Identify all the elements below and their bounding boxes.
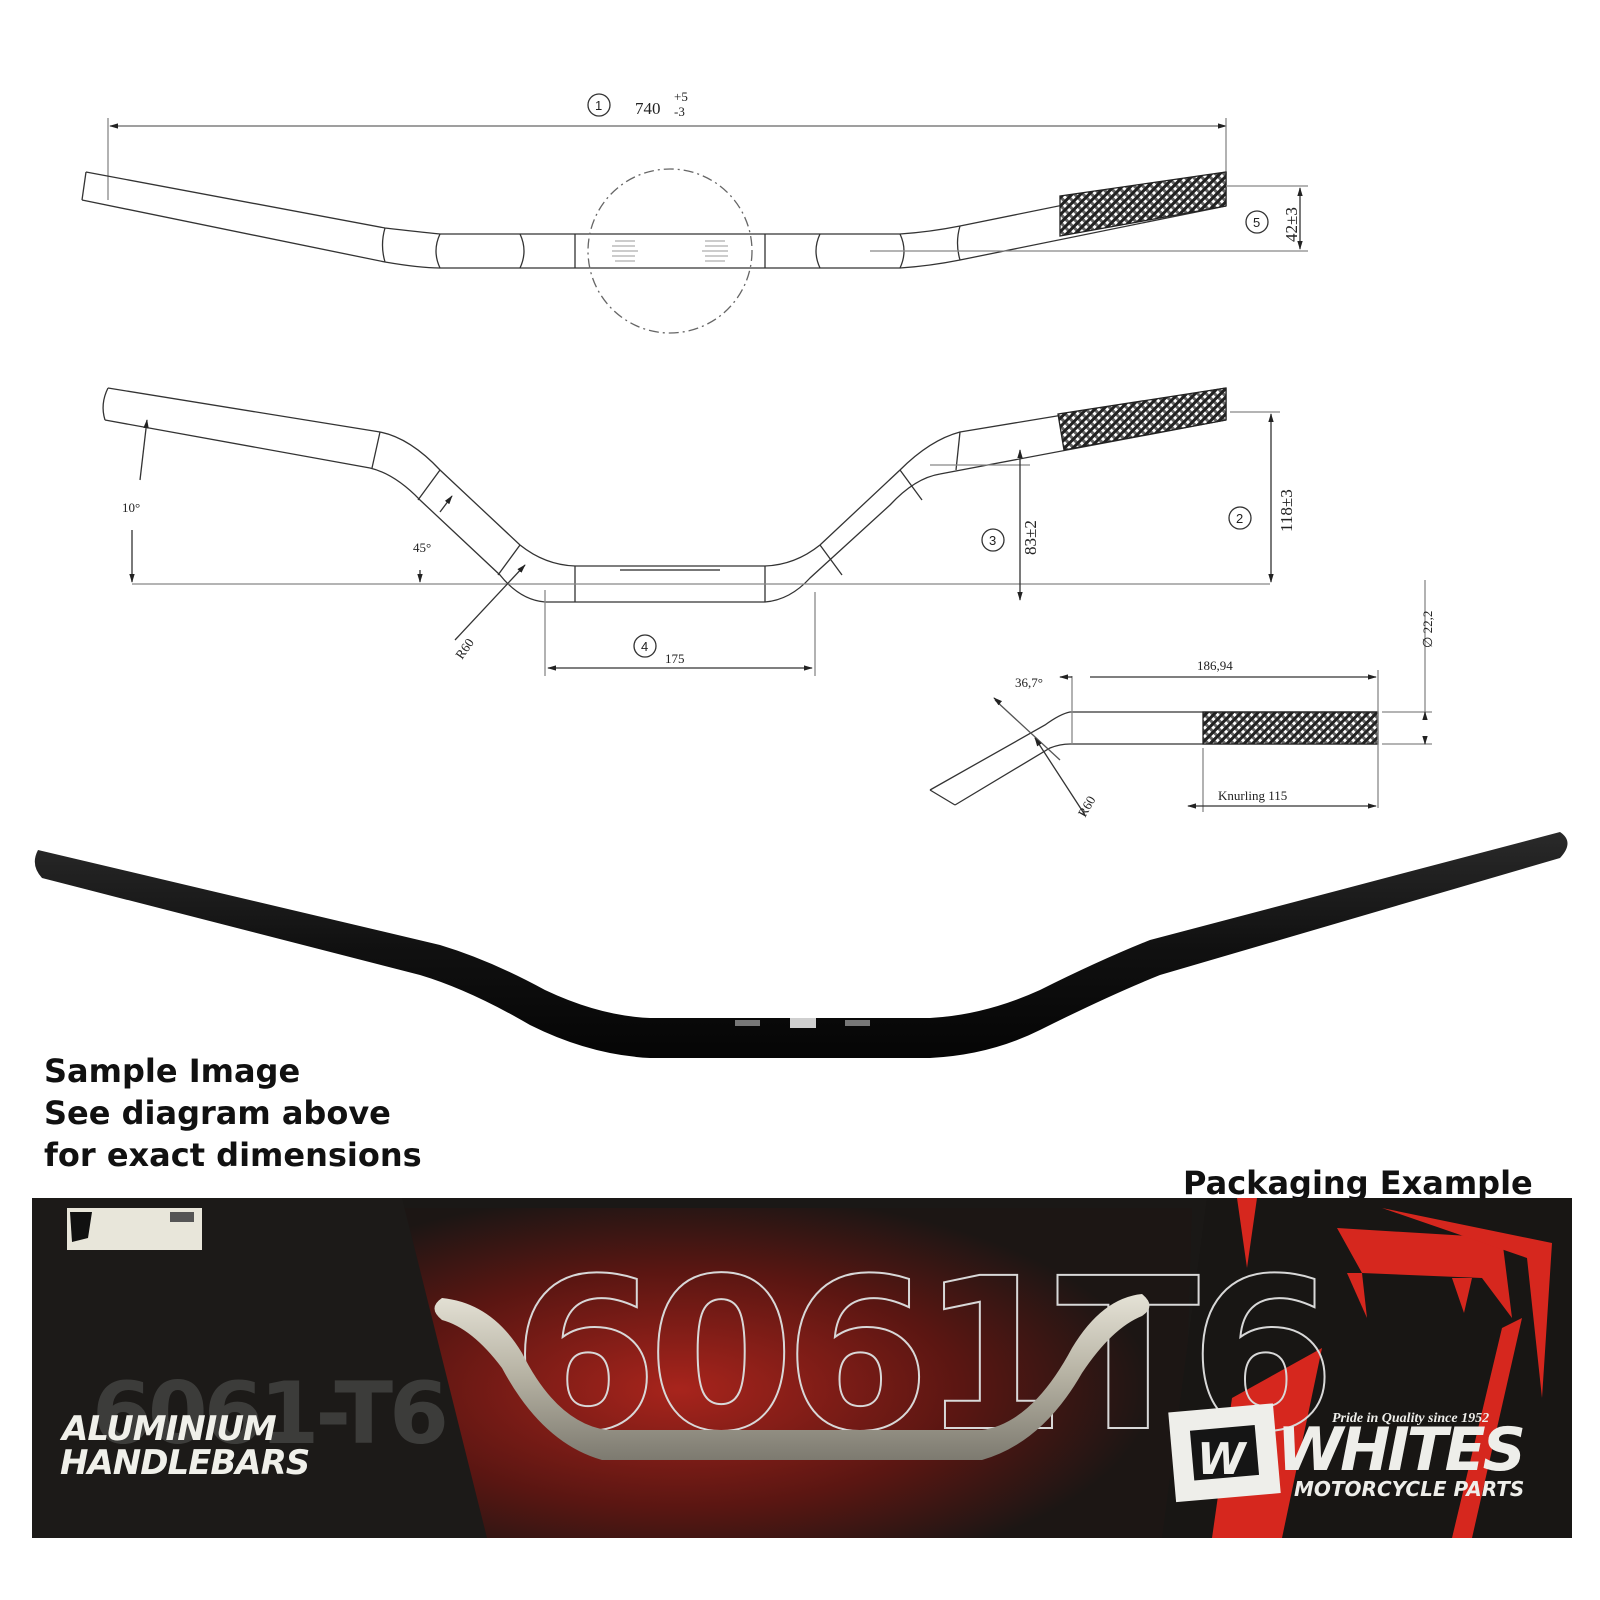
- alloy-grade-text: 6061-T6: [92, 1364, 445, 1464]
- whites-w-mark-icon: W: [1197, 1434, 1248, 1485]
- packaging-photo: 6061T6 6061-T6 ALUMINIUM HANDLEBARS W Pr…: [32, 1198, 1572, 1538]
- svg-text:4: 4: [641, 639, 648, 654]
- overall-width-tol-lower: -3: [674, 104, 685, 119]
- end-bend-radius-label: R60: [1075, 793, 1099, 819]
- svg-text:2: 2: [1236, 511, 1243, 526]
- callout-2: 2: [1228, 506, 1252, 530]
- callout-5: 5: [1245, 210, 1269, 234]
- svg-text:3: 3: [989, 533, 996, 548]
- callout-1: 1: [587, 93, 611, 117]
- knurling-label: Knurling 115: [1218, 788, 1287, 803]
- center-width-value: 175: [665, 651, 685, 666]
- technical-drawing: 1 740 +5 -3 5 42±3: [81, 89, 1435, 820]
- callout-3: 3: [981, 528, 1005, 552]
- end-angle-label: 10°: [122, 500, 140, 515]
- diameter-value: ∅ 22,2: [1420, 611, 1435, 648]
- overall-width-value: 740: [635, 99, 661, 118]
- box-label-sticker: [67, 1208, 202, 1250]
- sample-handlebar-photo: [0, 820, 1600, 1080]
- product-line-2: HANDLEBARS: [60, 1443, 309, 1483]
- grip-rise-value: 42±3: [1282, 207, 1301, 242]
- note-line-1: Sample Image: [44, 1052, 301, 1090]
- bar-markings: [735, 1018, 870, 1028]
- note-line-2: See diagram above: [44, 1094, 391, 1132]
- product-line-1: ALUMINIUM: [59, 1409, 277, 1449]
- callout-4: 4: [633, 634, 657, 658]
- svg-text:1: 1: [595, 98, 602, 113]
- svg-text:5: 5: [1253, 215, 1260, 230]
- note-line-3: for exact dimensions: [44, 1136, 422, 1174]
- brand-tagline: Pride in Quality since 1952: [1332, 1411, 1489, 1426]
- brand-name: WHITES: [1277, 1415, 1523, 1485]
- top-view: [81, 118, 1308, 334]
- bend-rise-value: 83±2: [1021, 520, 1040, 555]
- end-angle-detail: 36,7°: [1015, 675, 1043, 690]
- bend-angle-label: 45°: [413, 540, 431, 555]
- overall-width-tol-upper: +5: [674, 89, 688, 104]
- total-rise-value: 118±3: [1277, 489, 1296, 532]
- sample-image-note: Sample Image See diagram above for exact…: [44, 1050, 422, 1176]
- packaging-heading: Packaging Example: [1183, 1164, 1533, 1202]
- straight-length-value: 186,94: [1197, 658, 1233, 673]
- front-view: [102, 387, 1280, 676]
- brand-sub: MOTORCYCLE PARTS: [1294, 1477, 1524, 1501]
- end-detail-view: [929, 580, 1432, 816]
- whites-logo: W: [1168, 1403, 1281, 1503]
